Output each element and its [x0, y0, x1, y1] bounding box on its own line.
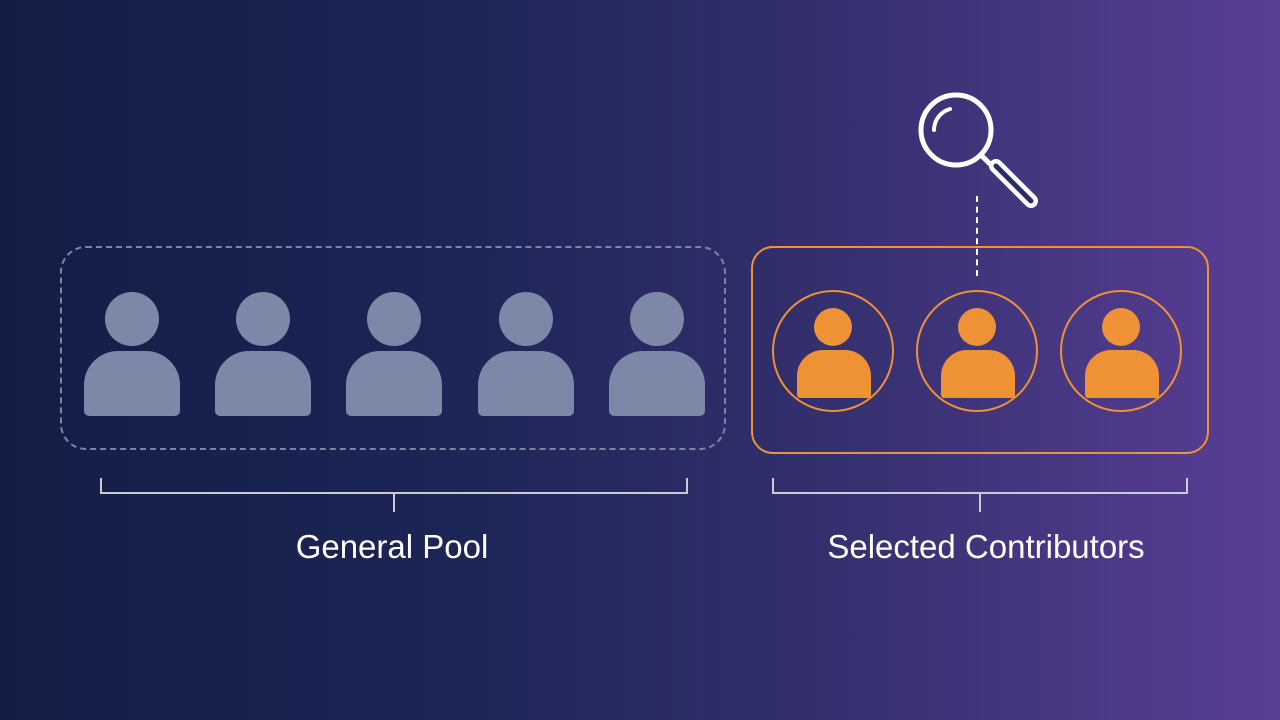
pool-person-icon: [84, 292, 180, 416]
selection-connector: [976, 196, 978, 276]
selected-contributor-icon: [772, 290, 894, 412]
search-icon: [918, 92, 1038, 208]
general-pool-box: [60, 246, 726, 450]
selected-contributor-icon: [1060, 290, 1182, 412]
selected-contributors-box: [751, 246, 1209, 454]
pool-person-icon: [609, 292, 705, 416]
pool-person-icon: [346, 292, 442, 416]
pool-person-icon: [478, 292, 574, 416]
selected-contributor-icon: [916, 290, 1038, 412]
general-pool-label: General Pool: [295, 528, 489, 565]
selected-contributors-bracket: [772, 478, 1188, 512]
selected-contributors-label: Selected Contributors: [827, 528, 1145, 565]
general-pool-bracket: [100, 478, 688, 512]
pool-person-icon: [215, 292, 311, 416]
